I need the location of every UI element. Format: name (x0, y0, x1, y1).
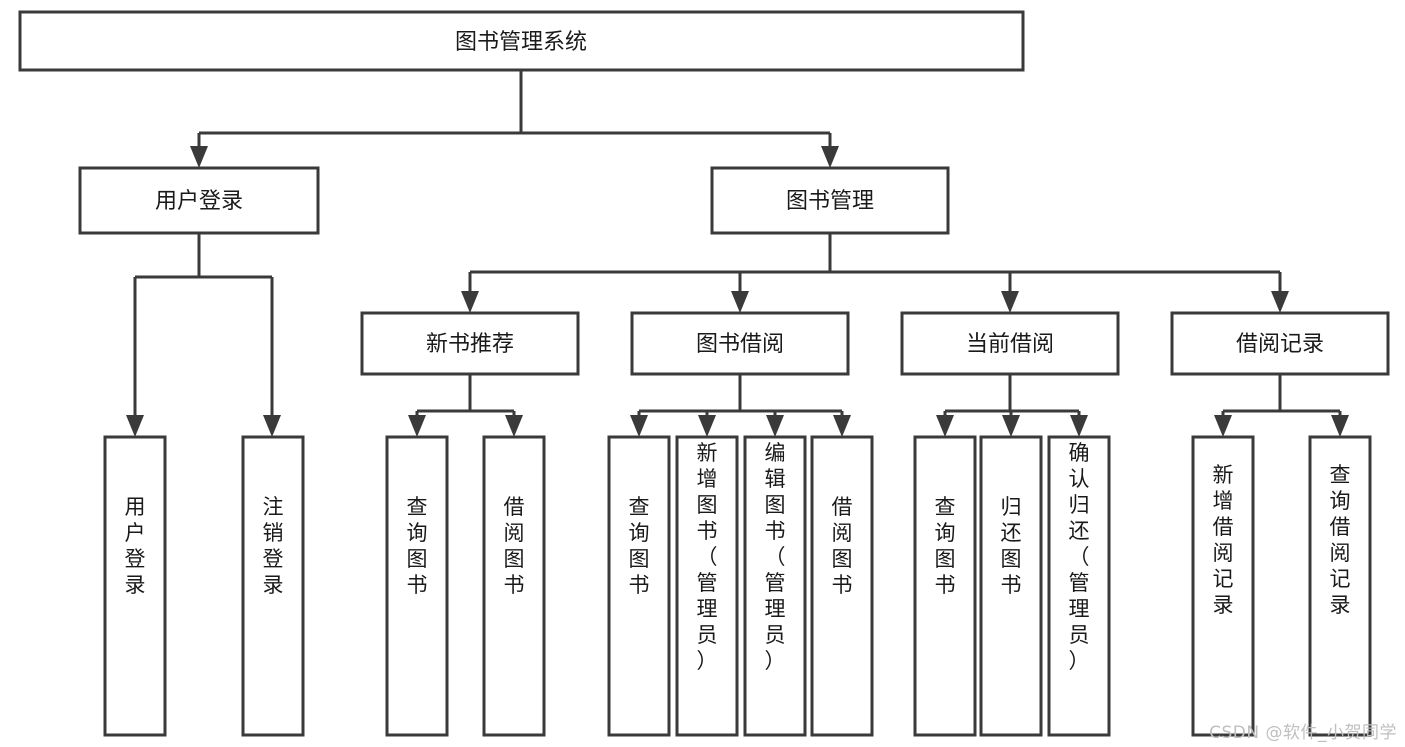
node-leaf-query-book-3-box[interactable] (913, 435, 977, 737)
arrowhead-leaf-query-book-1 (408, 415, 426, 437)
node-leaf-confirm-return[interactable]: 确认归还（管理员） (1047, 435, 1111, 737)
node-leaf-user-login-label: 用户登录 (125, 495, 146, 597)
node-user-login-label: 用户登录 (155, 189, 243, 214)
arrowhead-user-login (190, 146, 208, 168)
node-leaf-add-book[interactable]: 新增图书（管理员） (675, 435, 739, 737)
node-book-management-label: 图书管理 (786, 189, 874, 214)
node-leaf-user-logout-label: 注销登录 (263, 495, 284, 597)
arrowhead-new-book-recommend (461, 291, 479, 313)
node-leaf-query-record-label: 查询借阅记录 (1330, 463, 1351, 617)
arrowhead-leaf-borrow-book-1 (505, 415, 523, 437)
node-leaf-query-book-3[interactable]: 查询图书 (913, 435, 977, 737)
node-leaf-add-book-label: 新增图书（管理员） (697, 441, 718, 673)
node-user-login-box[interactable] (78, 166, 320, 235)
arrowhead-leaf-confirm-return (1070, 415, 1088, 437)
node-book-management-box[interactable] (710, 166, 950, 235)
arrowhead-book-management (821, 146, 839, 168)
node-root-label: 图书管理系统 (455, 30, 587, 55)
node-book-management[interactable]: 图书管理 (710, 166, 950, 235)
node-leaf-confirm-return-box[interactable] (1047, 435, 1111, 737)
node-leaf-query-record-box[interactable] (1308, 435, 1372, 737)
node-leaf-borrow-book-1[interactable]: 借阅图书 (482, 435, 546, 737)
node-leaf-borrow-book-2[interactable]: 借阅图书 (810, 435, 874, 737)
edge-group (126, 70, 1349, 437)
node-current-borrow-box[interactable] (900, 311, 1120, 376)
node-user-login[interactable]: 用户登录 (78, 166, 320, 235)
node-leaf-edit-book-box[interactable] (743, 435, 807, 737)
node-leaf-query-book-1[interactable]: 查询图书 (385, 435, 449, 737)
node-leaf-confirm-return-label: 确认归还（管理员） (1069, 441, 1090, 673)
node-root[interactable]: 图书管理系统 (18, 10, 1025, 72)
node-leaf-query-book-2-box[interactable] (607, 435, 671, 737)
arrowhead-leaf-add-book (698, 415, 716, 437)
node-book-borrow-label: 图书借阅 (696, 332, 784, 357)
node-new-book-recommend-box[interactable] (360, 311, 580, 376)
node-leaf-user-logout[interactable]: 注销登录 (241, 435, 305, 737)
arrowhead-leaf-return-book (1002, 415, 1020, 437)
node-borrow-record-label: 借阅记录 (1236, 332, 1324, 357)
node-leaf-query-book-3-label: 查询图书 (935, 495, 956, 597)
node-leaf-user-logout-box[interactable] (241, 435, 305, 737)
node-book-borrow[interactable]: 图书借阅 (630, 311, 850, 376)
arrowhead-leaf-user-logout (263, 415, 281, 437)
node-leaf-query-book-2[interactable]: 查询图书 (607, 435, 671, 737)
node-new-book-recommend-label: 新书推荐 (426, 332, 514, 357)
arrowhead-leaf-query-book-2 (630, 415, 648, 437)
node-leaf-borrow-book-1-label: 借阅图书 (504, 495, 525, 597)
node-leaf-borrow-book-2-box[interactable] (810, 435, 874, 737)
node-leaf-return-book-box[interactable] (979, 435, 1043, 737)
node-leaf-query-book-1-box[interactable] (385, 435, 449, 737)
arrowhead-leaf-query-record (1331, 415, 1349, 437)
arrowhead-borrow-record (1271, 291, 1289, 313)
node-leaf-edit-book[interactable]: 编辑图书（管理员） (743, 435, 807, 737)
node-leaf-user-login-box[interactable] (103, 435, 167, 737)
arrowhead-current-borrow (1001, 291, 1019, 313)
node-leaf-add-record-label: 新增借阅记录 (1213, 463, 1234, 617)
node-leaf-query-book-1-label: 查询图书 (407, 495, 428, 597)
node-leaf-return-book[interactable]: 归还图书 (979, 435, 1043, 737)
node-leaf-add-record[interactable]: 新增借阅记录 (1191, 435, 1255, 737)
node-leaf-borrow-book-2-label: 借阅图书 (832, 495, 853, 597)
arrowhead-leaf-add-record (1214, 415, 1232, 437)
node-leaf-return-book-label: 归还图书 (1001, 495, 1022, 597)
arrowhead-leaf-query-book-3 (936, 415, 954, 437)
node-root-box[interactable] (18, 10, 1025, 72)
node-leaf-query-book-2-label: 查询图书 (629, 495, 650, 597)
node-leaf-borrow-book-1-box[interactable] (482, 435, 546, 737)
node-book-borrow-box[interactable] (630, 311, 850, 376)
node-leaf-add-record-box[interactable] (1191, 435, 1255, 737)
arrowhead-leaf-edit-book (766, 415, 784, 437)
node-borrow-record[interactable]: 借阅记录 (1170, 311, 1390, 376)
node-leaf-user-login[interactable]: 用户登录 (103, 435, 167, 737)
node-leaf-edit-book-label: 编辑图书（管理员） (765, 441, 786, 673)
arrowhead-leaf-borrow-book-2 (833, 415, 851, 437)
node-new-book-recommend[interactable]: 新书推荐 (360, 311, 580, 376)
node-current-borrow-label: 当前借阅 (966, 332, 1054, 357)
node-leaf-query-record[interactable]: 查询借阅记录 (1308, 435, 1372, 737)
node-borrow-record-box[interactable] (1170, 311, 1390, 376)
arrowhead-leaf-user-login (126, 415, 144, 437)
node-current-borrow[interactable]: 当前借阅 (900, 311, 1120, 376)
node-leaf-add-book-box[interactable] (675, 435, 739, 737)
arrowhead-book-borrow (731, 291, 749, 313)
